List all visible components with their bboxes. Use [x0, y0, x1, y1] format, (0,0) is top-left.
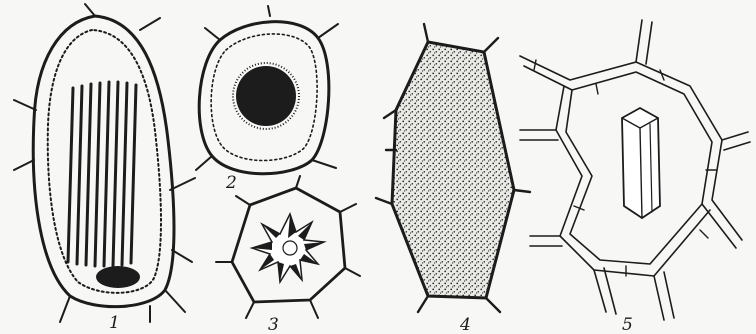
- label-cell-3: 3: [268, 315, 279, 334]
- label-cell-1: 1: [109, 313, 120, 333]
- cell-4-crystal-sand: [376, 24, 530, 312]
- label-cell-2: 2: [225, 173, 237, 193]
- cell-3-druse-star: [216, 176, 360, 318]
- prismatic-crystal: [622, 108, 660, 218]
- raphide-bundle: [68, 82, 136, 266]
- cell-1-nucleus: [96, 266, 140, 288]
- cell-1-raphides: [14, 4, 195, 322]
- label-cell-5: 5: [622, 315, 633, 334]
- cell-4-wall: [392, 42, 514, 298]
- label-cell-4: 4: [459, 315, 471, 334]
- dark-crystal-mass: [236, 66, 296, 126]
- cell-2-druse-dark: [196, 6, 338, 174]
- cell-5-prism-crystal: [520, 20, 750, 320]
- star-druse-crystal: [252, 214, 324, 282]
